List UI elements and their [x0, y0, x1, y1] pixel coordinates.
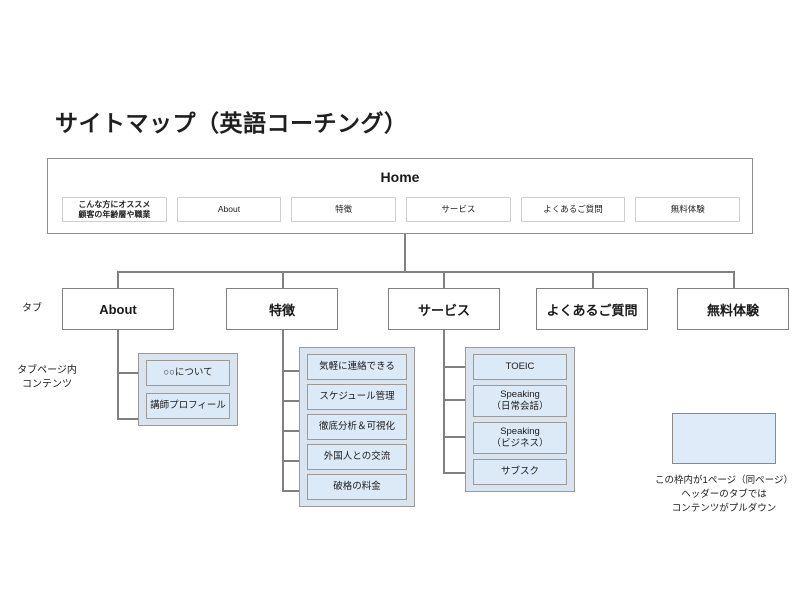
- connector-features-child-5: [282, 490, 305, 492]
- connector-features-child-2: [282, 400, 305, 402]
- leaf-service-speaking-daily-line1: Speaking: [500, 389, 540, 401]
- leaf-service-toeic[interactable]: TOEIC: [473, 354, 567, 380]
- group-about-contents: ○○について 講師プロフィール: [138, 353, 238, 426]
- nav-item-recommended[interactable]: こんな方にオススメ 顧客の年齢層や職業: [62, 197, 167, 222]
- leaf-service-speaking-daily-line2: （日常会話）: [491, 401, 549, 412]
- leaf-service-subscription[interactable]: サブスク: [473, 459, 567, 485]
- nav-item-free-trial-label: 無料体験: [670, 204, 705, 215]
- tab-features-label: 特徴: [268, 302, 295, 318]
- tab-free-trial[interactable]: 無料体験: [677, 288, 789, 330]
- leaf-feature-easy-contact-label: 気軽に連絡できる: [319, 361, 395, 373]
- group-features-contents: 気軽に連絡できる スケジュール管理 徹底分析＆可視化 外国人との交流 破格の料金: [299, 347, 415, 507]
- leaf-service-speaking-daily[interactable]: Speaking （日常会話）: [473, 385, 567, 417]
- connector-to-tab-features: [282, 271, 284, 288]
- connector-services-child-1: [443, 366, 469, 368]
- leaf-service-speaking-business[interactable]: Speaking （ビジネス）: [473, 422, 567, 454]
- side-label-tabs: タブ: [22, 303, 42, 314]
- leaf-feature-analysis-visualization-label: 徹底分析＆可視化: [318, 421, 395, 433]
- connector-home-trunk: [404, 234, 406, 272]
- connector-services-child-2: [443, 399, 469, 401]
- tab-about[interactable]: About: [62, 288, 174, 330]
- nav-item-services[interactable]: サービス: [406, 197, 511, 222]
- leaf-about-overview-label: ○○について: [163, 367, 213, 379]
- connector-to-tab-free-trial: [733, 271, 735, 288]
- page-title: サイトマップ（英語コーチング）: [55, 110, 408, 136]
- connector-to-tab-services: [443, 271, 445, 288]
- leaf-feature-easy-contact[interactable]: 気軽に連絡できる: [307, 354, 407, 380]
- group-services-contents: TOEIC Speaking （日常会話） Speaking （ビジネス） サブ…: [465, 347, 575, 492]
- leaf-service-toeic-label: TOEIC: [505, 361, 535, 373]
- nav-item-recommended-line1: こんな方にオススメ: [78, 199, 151, 209]
- connector-about-child-1: [117, 372, 140, 374]
- nav-item-services-label: サービス: [441, 204, 476, 215]
- leaf-service-speaking-business-line2: （ビジネス）: [491, 438, 549, 449]
- leaf-feature-low-price-label: 破格の料金: [333, 481, 381, 493]
- nav-item-faq-label: よくあるご質問: [543, 204, 603, 215]
- leaf-feature-schedule-management-label: スケジュール管理: [319, 391, 395, 403]
- tab-services[interactable]: サービス: [388, 288, 500, 330]
- leaf-feature-foreigner-exchange-label: 外国人との交流: [323, 451, 391, 463]
- side-label-tab-page-content-line2: コンテンツ: [22, 378, 72, 390]
- leaf-feature-low-price[interactable]: 破格の料金: [307, 474, 407, 500]
- connector-features-child-1: [282, 370, 305, 372]
- connector-features-child-3: [282, 430, 305, 432]
- home-header-box: Home こんな方にオススメ 顧客の年齢層や職業 About 特徴 サービス よ…: [47, 158, 753, 234]
- tab-free-trial-label: 無料体験: [706, 302, 759, 318]
- leaf-feature-schedule-management[interactable]: スケジュール管理: [307, 384, 407, 410]
- legend-note-line3: コンテンツがプルダウン: [671, 502, 777, 514]
- connector-features-spine: [282, 330, 284, 492]
- side-label-tab-page-content-line1: タブページ内: [17, 365, 77, 376]
- tab-faq[interactable]: よくあるご質問: [536, 288, 648, 330]
- legend-note-line2: ヘッダーのタブでは: [681, 488, 767, 500]
- tab-features[interactable]: 特徴: [226, 288, 338, 330]
- tab-about-label: About: [99, 301, 137, 317]
- home-nav-row: こんな方にオススメ 顧客の年齢層や職業 About 特徴 サービス よくあるご質…: [62, 197, 741, 222]
- nav-item-features-label: 特徴: [335, 204, 353, 215]
- connector-to-tab-about: [117, 271, 119, 288]
- home-title: Home: [380, 169, 420, 185]
- legend-note-line1: この枠内が1ページ（同ページ）: [655, 475, 793, 486]
- connector-services-child-3: [443, 436, 469, 438]
- connector-services-spine: [443, 330, 445, 473]
- leaf-feature-foreigner-exchange[interactable]: 外国人との交流: [307, 444, 407, 470]
- connector-tab-bus: [118, 271, 734, 273]
- legend-swatch-box: [672, 413, 776, 464]
- side-label-tab-page-content: タブページ内 コンテンツ: [5, 364, 89, 391]
- tab-faq-label: よくあるご質問: [546, 302, 638, 318]
- nav-item-free-trial[interactable]: 無料体験: [635, 197, 741, 222]
- connector-to-tab-faq: [592, 271, 594, 288]
- leaf-about-instructor-profile-label: 講師プロフィール: [150, 400, 226, 412]
- leaf-service-speaking-business-line1: Speaking: [500, 426, 540, 438]
- tab-services-label: サービス: [417, 302, 470, 318]
- connector-services-child-4: [443, 472, 469, 474]
- leaf-feature-analysis-visualization[interactable]: 徹底分析＆可視化: [307, 414, 407, 440]
- leaf-about-overview[interactable]: ○○について: [146, 360, 230, 386]
- leaf-service-subscription-label: サブスク: [500, 466, 539, 478]
- nav-item-features[interactable]: 特徴: [291, 197, 397, 222]
- legend-note: この枠内が1ページ（同ページ） ヘッダーのタブでは コンテンツがプルダウン: [636, 474, 800, 515]
- leaf-about-instructor-profile[interactable]: 講師プロフィール: [146, 393, 230, 419]
- connector-about-spine: [117, 330, 119, 420]
- nav-item-about-label: About: [217, 204, 241, 215]
- connector-features-child-4: [282, 460, 305, 462]
- nav-item-about[interactable]: About: [176, 197, 282, 222]
- nav-item-faq[interactable]: よくあるご質問: [520, 197, 626, 222]
- nav-item-recommended-line2: 顧客の年齢層や職業: [78, 209, 151, 219]
- connector-about-child-2: [117, 418, 140, 420]
